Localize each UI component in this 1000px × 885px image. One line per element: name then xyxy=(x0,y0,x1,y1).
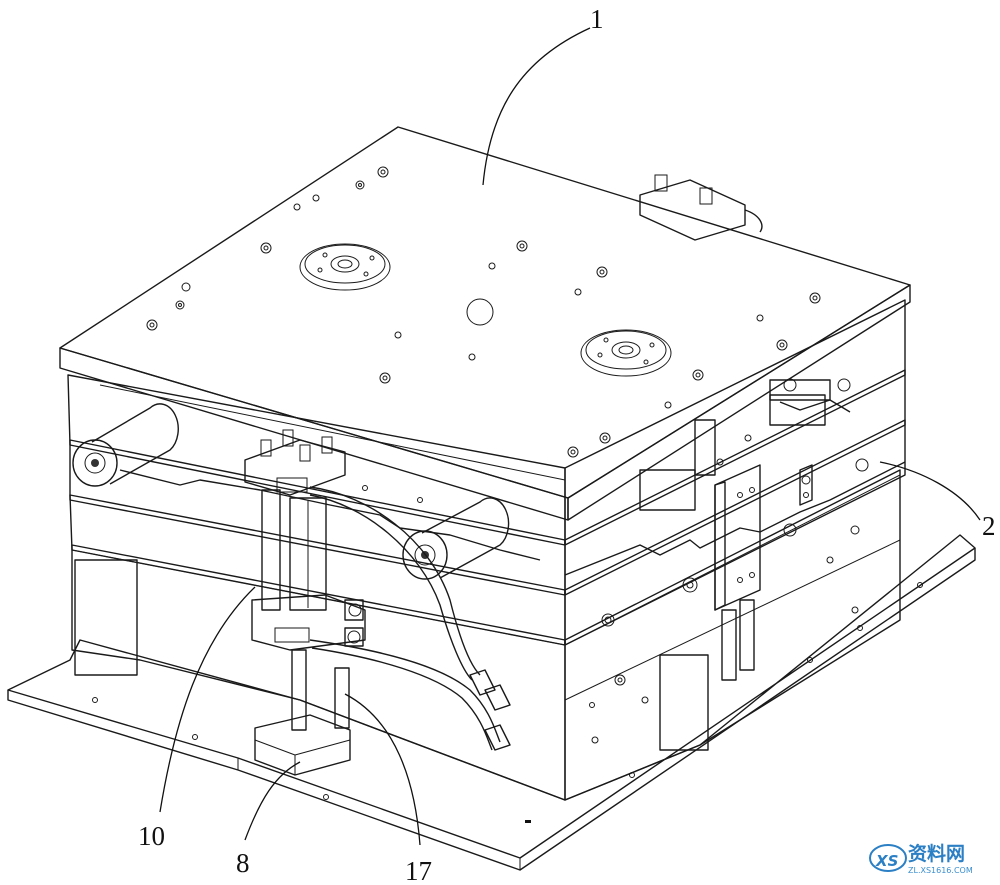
upper-region xyxy=(67,299,906,546)
roller-right xyxy=(402,497,510,580)
top-right-fittings xyxy=(639,174,763,241)
leader-lines xyxy=(159,27,981,846)
label-part-8: 8 xyxy=(236,848,250,878)
locating-ring-right xyxy=(580,329,672,377)
hydraulic-hoses xyxy=(309,486,511,751)
hydraulic-cylinder xyxy=(244,429,366,731)
stop-block xyxy=(254,714,351,776)
part-labels: 1 2 10 8 17 xyxy=(138,4,996,885)
watermark-logo-text: XS xyxy=(875,852,898,870)
watermark-site-name: 资料网 xyxy=(908,842,965,865)
top-clamp-plate xyxy=(59,126,911,521)
locating-ring-left xyxy=(299,243,391,291)
label-part-10: 10 xyxy=(138,821,165,851)
watermark-logo-icon xyxy=(869,844,907,872)
top-plate-holes xyxy=(146,166,821,458)
leader-17 xyxy=(344,693,421,846)
leader-2 xyxy=(879,461,981,521)
leader-8 xyxy=(244,761,301,841)
watermark-url: ZL.XS1616.COM xyxy=(908,866,973,875)
middle-plate xyxy=(69,369,906,646)
watermark: XS 资料网 ZL.XS1616.COM xyxy=(869,842,973,875)
label-part-2: 2 xyxy=(982,511,996,541)
leader-10 xyxy=(159,586,256,813)
side-guide-plate xyxy=(714,464,761,681)
roller-left xyxy=(72,403,179,487)
label-part-1: 1 xyxy=(590,4,604,34)
leader-1 xyxy=(482,27,591,186)
label-part-17: 17 xyxy=(405,856,432,885)
